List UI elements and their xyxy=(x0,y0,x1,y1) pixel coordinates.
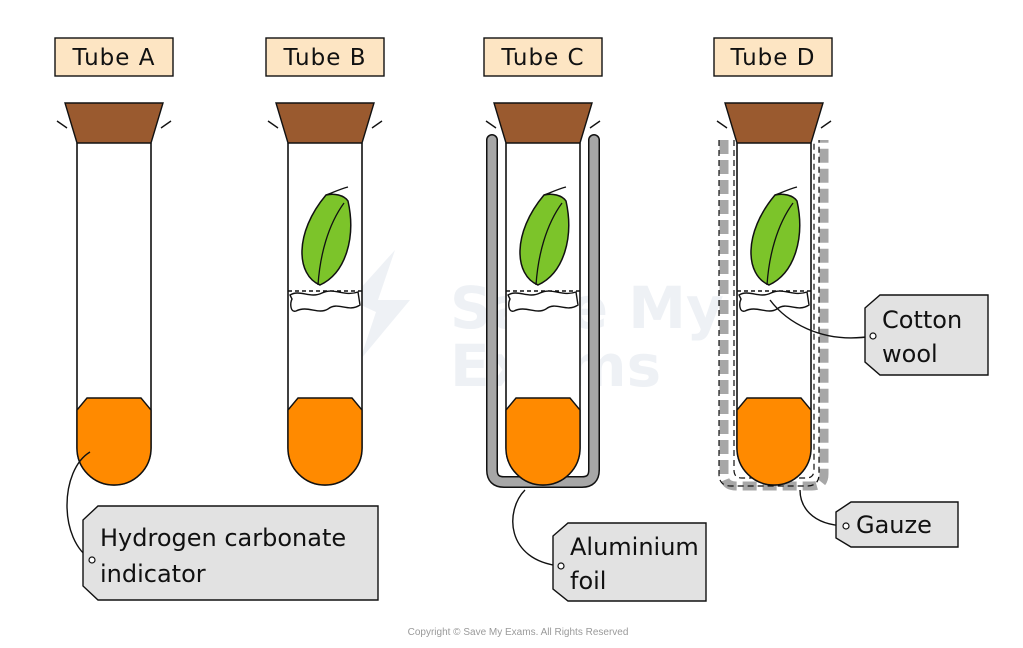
cotton-label: Cotton wool xyxy=(769,294,989,376)
gauze-wrap xyxy=(719,140,829,491)
gauze-text: Gauze xyxy=(856,511,932,539)
gauze-label: Gauze xyxy=(799,489,959,548)
tube-d-title: Tube D xyxy=(730,45,816,71)
tube-a xyxy=(56,102,172,486)
foil-line2: foil xyxy=(570,567,606,595)
copyright-text: Copyright © Save My Exams. All Rights Re… xyxy=(408,627,629,638)
indicator-label: Hydrogen carbonate indicator xyxy=(66,451,379,601)
tube-c-title: Tube C xyxy=(500,45,584,71)
tube-d-title-box: Tube D xyxy=(713,37,833,77)
cotton-line2: wool xyxy=(882,340,938,368)
foil-line1: Aluminium xyxy=(570,533,699,561)
tube-b-title-box: Tube B xyxy=(265,37,385,77)
indicator-line1: Hydrogen carbonate xyxy=(100,524,346,552)
cotton-line1: Cotton xyxy=(882,306,962,334)
foil-label: Aluminium foil xyxy=(512,489,707,602)
tube-c xyxy=(485,102,601,488)
tube-a-title-box: Tube A xyxy=(54,37,174,77)
tube-b-title: Tube B xyxy=(283,45,367,71)
indicator-line2: indicator xyxy=(100,560,206,588)
tube-a-title: Tube A xyxy=(72,45,156,71)
tube-c-title-box: Tube C xyxy=(483,37,603,77)
tube-d xyxy=(716,102,832,491)
